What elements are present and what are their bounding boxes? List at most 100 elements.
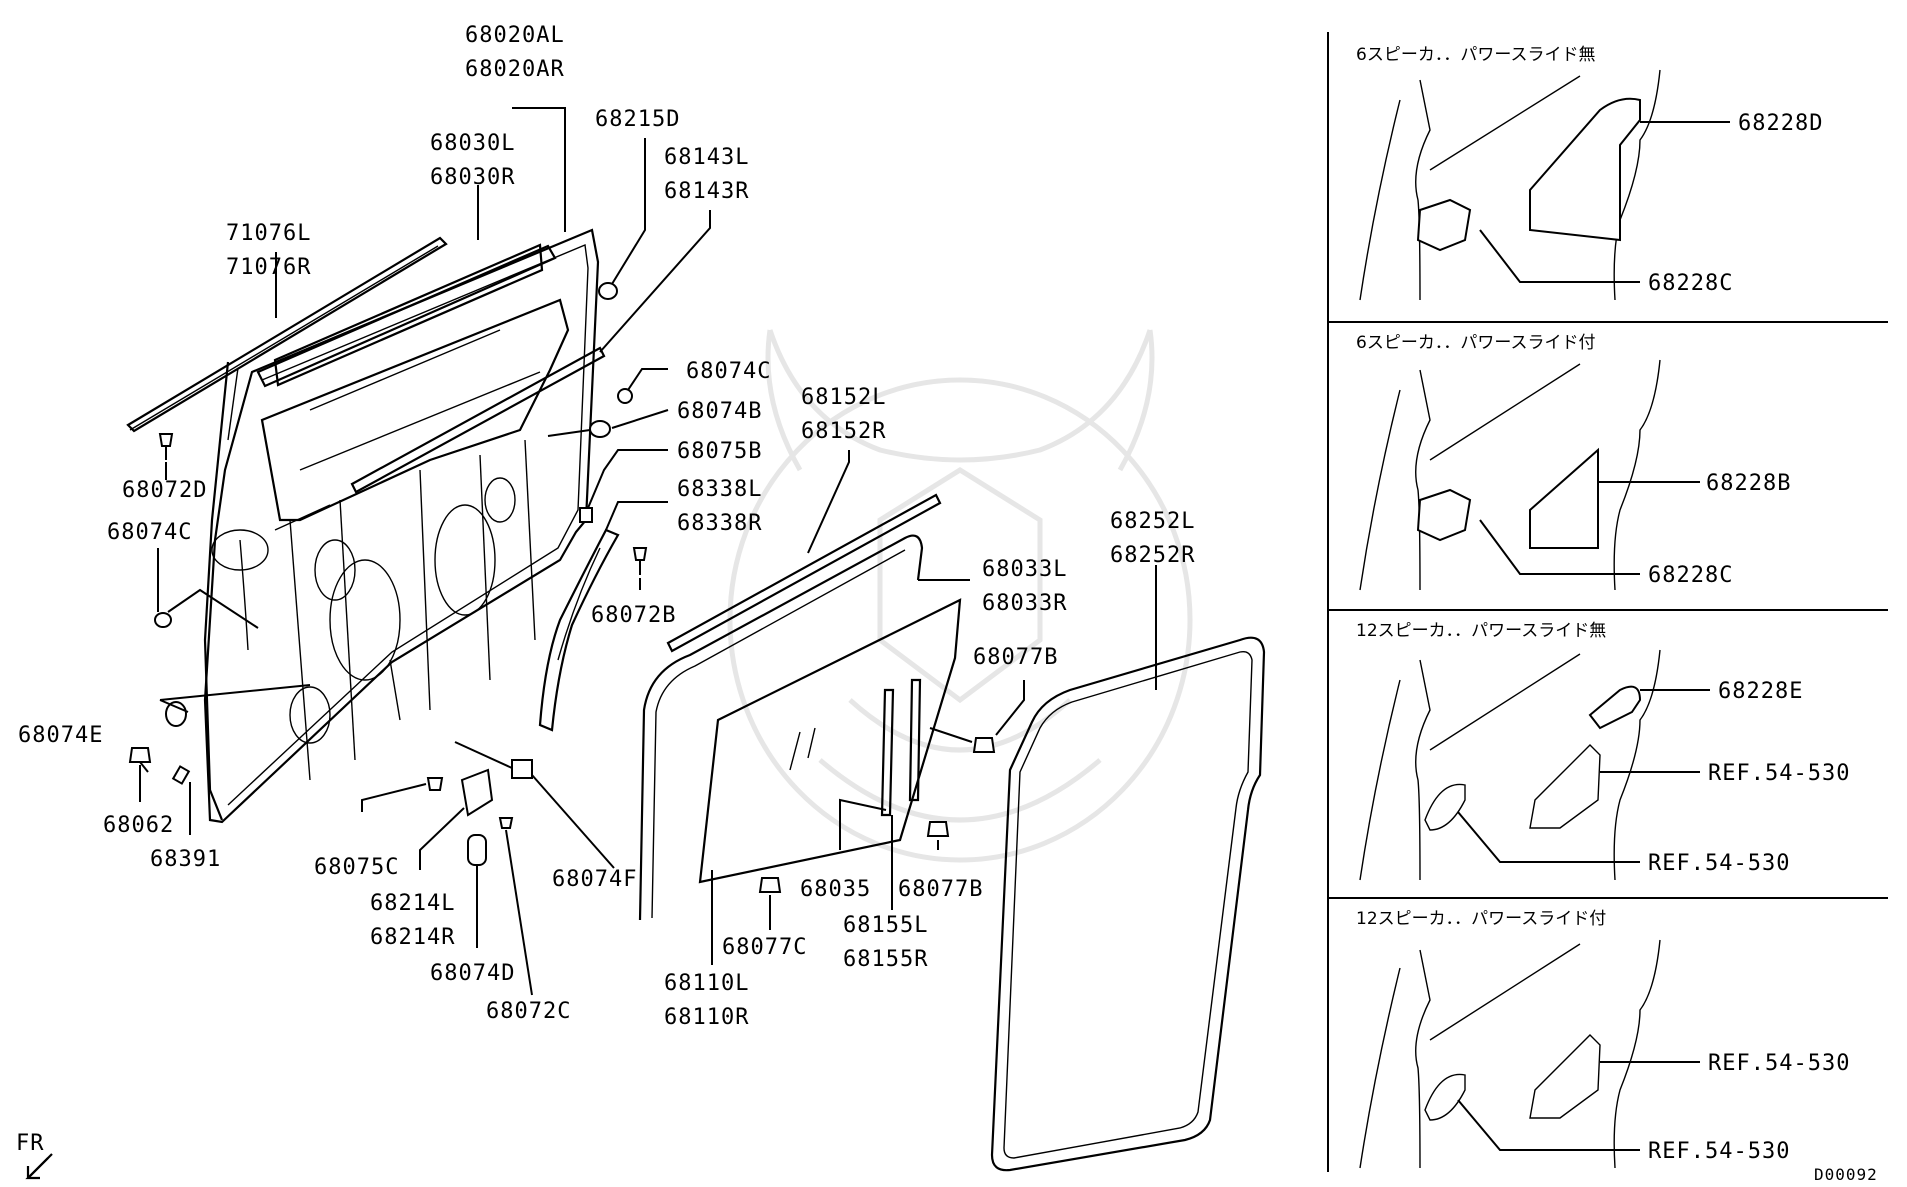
label-68075C: 68075C (314, 855, 399, 880)
label-68077C: 68077C (722, 935, 807, 960)
glass-68110 (698, 598, 962, 884)
speaker-pad-ref-lower-b (1424, 1073, 1466, 1121)
variant-1-label-1: 68228D (1738, 111, 1823, 136)
label-68214R: 68214R (370, 925, 455, 950)
speaker-pad-ref-lower (1424, 783, 1466, 831)
label-68035: 68035 (800, 877, 871, 902)
label-68074C-b: 68074C (107, 520, 192, 545)
label-68074C-a: 68074C (686, 359, 771, 384)
label-68072B: 68072B (591, 603, 676, 628)
label-68155R: 68155R (843, 947, 928, 972)
seal-68074F (511, 759, 533, 779)
label-68062: 68062 (103, 813, 174, 838)
clip-68075C (426, 777, 444, 791)
channel-68033 (638, 534, 924, 921)
main-assembly (25, 228, 1266, 1180)
label-68033R: 68033R (982, 591, 1067, 616)
label-68020AL: 68020AL (465, 23, 565, 48)
bolt-68077B-a (972, 737, 996, 753)
label-68110L: 68110L (664, 971, 749, 996)
garnish-68338 (538, 528, 620, 732)
bolt-68077C (758, 877, 782, 893)
part-labels: 68020AL 68020AR 68215D 68030L 68030R 681… (16, 23, 1195, 1156)
screw-68072B (632, 547, 648, 561)
label-68075B: 68075B (677, 439, 762, 464)
fr-arrow-icon (25, 1153, 53, 1180)
variant-1-label-2: 68228C (1648, 271, 1733, 296)
variant-2-label-2: 68228C (1648, 563, 1733, 588)
label-68077B-a: 68077B (973, 645, 1058, 670)
label-68110R: 68110R (664, 1005, 749, 1030)
label-68214L: 68214L (370, 891, 455, 916)
label-68252L: 68252L (1110, 509, 1195, 534)
label-68155L: 68155L (843, 913, 928, 938)
diagram-code: D00092 (1814, 1165, 1878, 1184)
label-68072D: 68072D (122, 478, 207, 503)
label-68152R: 68152R (801, 419, 886, 444)
bolt-68077B-b (926, 821, 950, 837)
label-68338R: 68338R (677, 511, 762, 536)
label-68338L: 68338L (677, 477, 762, 502)
speaker-pad-68228C (1416, 198, 1472, 252)
label-68152L: 68152L (801, 385, 886, 410)
screw-68072C (498, 817, 514, 829)
hardware-parts (128, 282, 648, 866)
variant-1: 6スピーカ．．パワースライド無 68228D 68228C (1356, 45, 1823, 301)
label-68030L: 68030L (430, 131, 515, 156)
bracket-68214 (460, 768, 494, 817)
variant-4-header: 12スピーカ．．パワースライド付 (1356, 909, 1606, 929)
label-68072C: 68072C (486, 999, 571, 1024)
speaker-pad-68228D (1529, 97, 1641, 242)
label-68252R: 68252R (1110, 543, 1195, 568)
strip-71076 (126, 236, 448, 433)
bolt-68062 (128, 747, 152, 763)
variant-3-label-3: REF.54-530 (1648, 851, 1790, 876)
clip-68215D (598, 282, 618, 300)
variant-3: 12スピーカ．．パワースライド無 68228E REF.54-530 REF.5… (1356, 621, 1850, 881)
label-68077B-b: 68077B (898, 877, 983, 902)
speaker-pad-68228E (1588, 685, 1642, 730)
variant-1-header: 6スピーカ．．パワースライド無 (1356, 45, 1595, 65)
variant-3-label-2: REF.54-530 (1708, 761, 1850, 786)
label-fr: FR (16, 1131, 45, 1156)
variant-2-label-1: 68228B (1706, 471, 1791, 496)
label-68143R: 68143R (664, 179, 749, 204)
door-outer-panel (203, 243, 544, 821)
speaker-pad-68228C-b (1416, 488, 1472, 542)
clip-68075B (579, 507, 593, 523)
weatherstrip-68143 (350, 346, 606, 494)
label-68074B: 68074B (677, 399, 762, 424)
grommet-68074B (589, 420, 611, 438)
variant-4: 12スピーカ．．パワースライド付 REF.54-530 REF.54-530 (1356, 909, 1850, 1169)
label-68074E: 68074E (18, 723, 103, 748)
speaker-pad-ref-upper (1529, 744, 1601, 829)
variant-2-header: 6スピーカ．．パワースライド付 (1356, 333, 1595, 353)
frame-68030 (256, 244, 557, 411)
nut-68074C (617, 388, 633, 404)
bolts-68077 (758, 737, 996, 893)
label-68391: 68391 (150, 847, 221, 872)
speaker-pad-68228B (1529, 447, 1599, 549)
speaker-pad-ref-upper-b (1529, 1034, 1601, 1119)
screw-68072D (158, 433, 174, 447)
label-68143L: 68143L (664, 145, 749, 170)
label-68215D: 68215D (595, 107, 680, 132)
label-68074D: 68074D (430, 961, 515, 986)
variant-4-label-1: REF.54-530 (1708, 1051, 1850, 1076)
label-68074F: 68074F (552, 867, 637, 892)
variant-2: 6スピーカ．．パワースライド付 68228B 68228C (1356, 333, 1791, 591)
door-inner-panel (203, 228, 600, 824)
nut-68074C-b (154, 612, 172, 628)
variant-panel: 6スピーカ．．パワースライド無 68228D 68228C 6スピーカ．．パワー… (1327, 32, 1888, 1184)
label-68030R: 68030R (430, 165, 515, 190)
beltline-68152 (666, 493, 942, 653)
label-68020AR: 68020AR (465, 57, 565, 82)
plug-68074D (467, 834, 487, 866)
channel-68155 (880, 678, 922, 817)
plug-68074E (165, 701, 187, 727)
label-68033L: 68033L (982, 557, 1067, 582)
leader-lines (139, 107, 1157, 996)
variant-3-header: 12スピーカ．．パワースライド無 (1356, 621, 1606, 641)
